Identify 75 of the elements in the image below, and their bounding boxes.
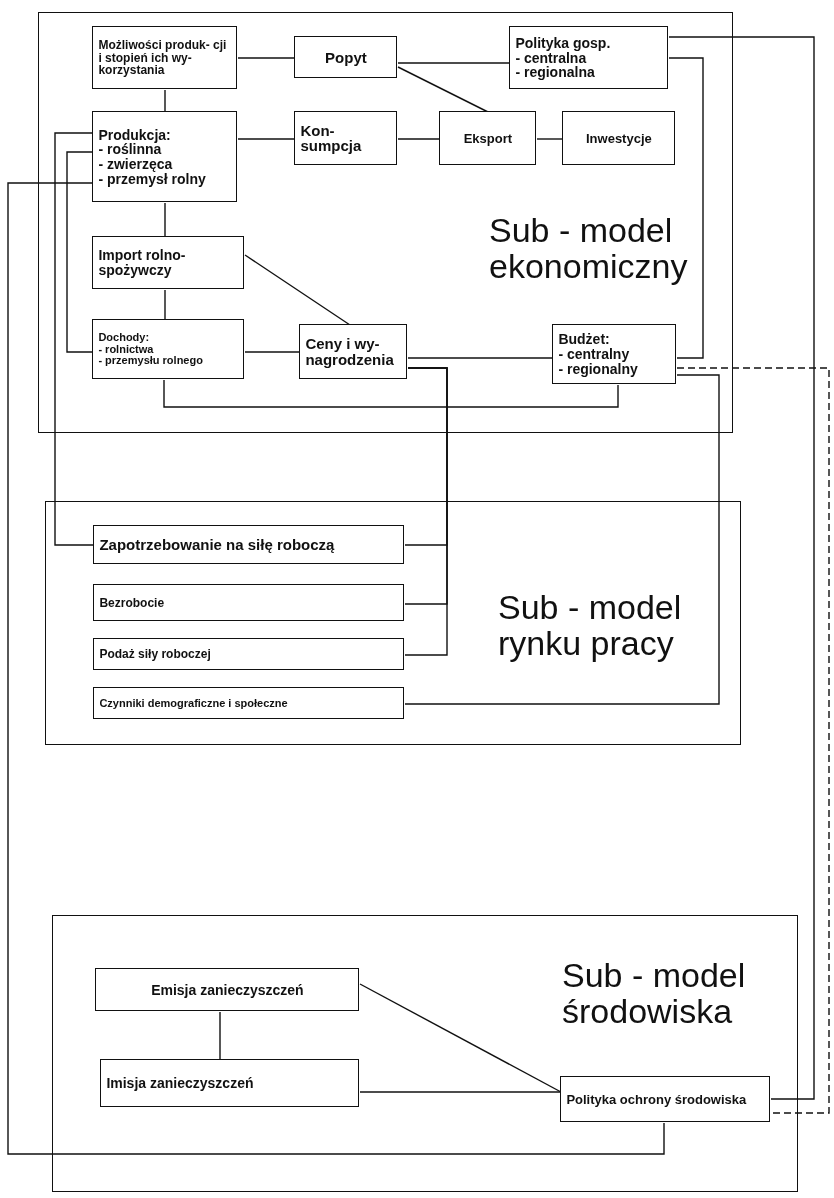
box-text: Możliwości produk- cji i stopień ich wy- korzystania bbox=[98, 39, 228, 77]
box-text: - przemysłu rolnego bbox=[98, 355, 203, 367]
box-text: - roślinna bbox=[98, 142, 162, 157]
box-text: Ceny i wy- nagrodzenia bbox=[305, 336, 395, 368]
connector-line bbox=[244, 351, 301, 353]
connector-line bbox=[163, 379, 619, 408]
connector-line bbox=[407, 357, 554, 359]
box-text: Popyt bbox=[325, 49, 367, 66]
box-text: Polityka gosp. bbox=[515, 35, 611, 51]
connector-line bbox=[237, 57, 296, 59]
connector-line bbox=[668, 57, 704, 359]
panel-title: Sub - model rynku pracy bbox=[498, 590, 683, 662]
panel-title: Sub - model środowiska bbox=[562, 958, 747, 1030]
connector-line bbox=[7, 182, 665, 1155]
process-box bbox=[294, 111, 398, 166]
submodel-panel bbox=[45, 501, 741, 745]
connector-line bbox=[404, 367, 448, 656]
box-text: Kon- sumpcja bbox=[300, 122, 363, 155]
box-text: Eksport bbox=[463, 131, 513, 146]
process-box bbox=[92, 111, 238, 203]
box-text: Zapotrzebowanie na siłę roboczą bbox=[99, 537, 335, 553]
process-box bbox=[93, 525, 405, 565]
process-box bbox=[560, 1076, 771, 1123]
process-box bbox=[294, 36, 398, 79]
submodel-panel bbox=[52, 915, 798, 1192]
process-box bbox=[100, 1059, 360, 1108]
process-box bbox=[95, 968, 360, 1012]
box-text: - regionalna bbox=[515, 65, 595, 80]
process-box bbox=[562, 111, 676, 166]
box-text: Budżet: bbox=[558, 332, 610, 348]
connector-line bbox=[164, 289, 166, 321]
box-text: Inwestycje bbox=[586, 131, 652, 146]
process-box bbox=[299, 324, 408, 380]
process-box bbox=[93, 584, 405, 622]
box-text: Emisja zanieczyszczeń bbox=[151, 982, 304, 998]
box-text: Imisja zanieczyszczeń bbox=[106, 1076, 254, 1091]
connector-line bbox=[397, 66, 489, 113]
process-box bbox=[552, 324, 677, 385]
process-box bbox=[92, 26, 238, 90]
connector-line bbox=[219, 1011, 221, 1061]
connector-line bbox=[66, 151, 94, 353]
connector-line bbox=[676, 367, 830, 1114]
process-box bbox=[92, 319, 245, 380]
connector-line bbox=[54, 132, 95, 546]
connector-line bbox=[359, 983, 562, 1093]
process-box bbox=[92, 236, 245, 290]
box-text: Polityka ochrony środowiska bbox=[566, 1092, 747, 1107]
box-text: Czynniki demograficzne i społeczne bbox=[99, 697, 288, 710]
process-box bbox=[439, 111, 537, 166]
connector-line bbox=[397, 62, 511, 64]
panel-title: Sub - model ekonomiczny bbox=[489, 213, 689, 285]
box-text: - zwierzęca bbox=[98, 156, 173, 172]
process-box bbox=[509, 26, 669, 90]
connector-line bbox=[404, 374, 720, 705]
connector-line bbox=[164, 89, 166, 113]
connector-line bbox=[397, 138, 441, 140]
connector-line bbox=[244, 254, 351, 326]
process-box bbox=[93, 687, 405, 720]
box-text: - przemysł rolny bbox=[98, 171, 206, 187]
box-text: - regionalny bbox=[558, 361, 638, 377]
box-text: Produkcja: bbox=[98, 127, 171, 143]
box-text: - centralny bbox=[558, 347, 630, 362]
connector-line bbox=[668, 36, 815, 1100]
submodel-panel bbox=[38, 12, 733, 433]
box-text: Podaż siły roboczej bbox=[99, 648, 211, 661]
box-text: - centralna bbox=[515, 50, 587, 66]
connector-line bbox=[359, 1091, 562, 1093]
box-text: Dochody: bbox=[98, 332, 150, 344]
box-text: Import rolno- spożywczy bbox=[98, 248, 187, 278]
box-text: - rolnictwa bbox=[98, 343, 154, 356]
process-box bbox=[93, 638, 405, 671]
box-text: Bezrobocie bbox=[99, 596, 165, 610]
connector-line bbox=[164, 202, 166, 238]
connector-line bbox=[536, 138, 564, 140]
connector-line bbox=[237, 138, 296, 140]
